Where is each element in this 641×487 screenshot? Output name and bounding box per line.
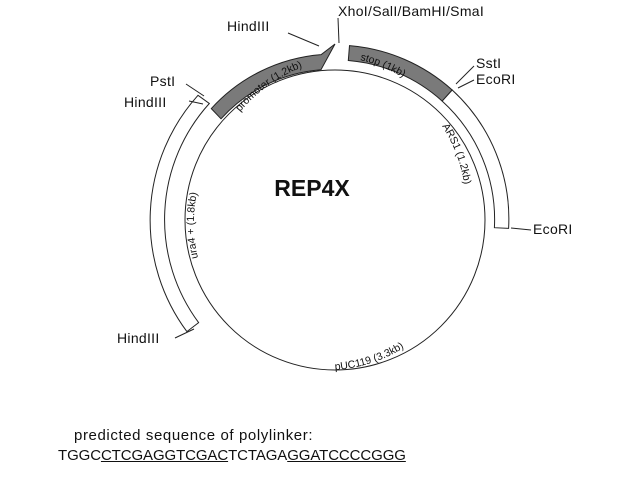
site-label-ecori-top: EcoRI (476, 71, 516, 87)
site-leader-lines (174, 17, 532, 339)
ura4-segment (149, 94, 211, 333)
site-label-hindiii-bottom: HindIII (117, 330, 160, 346)
segment-label-puc119-path: pUC119 (3.3kb) (334, 340, 406, 373)
polylinker-caption: predicted sequence of polylinker: (74, 427, 314, 444)
plasmid-title: REP4X (274, 175, 350, 201)
polylinker-sequence: TGGCCTCGAGGTCGACTCTAGAGGATCCCCGGG (58, 447, 406, 464)
leader-ecori-right (510, 227, 532, 231)
site-label-hindiii-left: HindIII (124, 94, 167, 110)
segment-label-puc119: pUC119 (3.3kb) (334, 340, 406, 373)
plasmid-backbone (184, 69, 486, 371)
sequence-part-4: GGATCCCCGGG (287, 447, 406, 464)
promoter-segment (210, 43, 336, 120)
sequence-part-2: CTCGAGGTCGAC (100, 447, 229, 464)
site-label-psti: PstI (150, 73, 175, 89)
leader-polylinker (337, 17, 340, 44)
ars1-segment (441, 89, 510, 229)
leader-ecori-top (457, 79, 475, 89)
site-label-ssti: SstI (476, 55, 501, 71)
leader-ssti (455, 65, 475, 85)
sequence-part-1: TGGC (58, 447, 101, 464)
leader-psti (185, 83, 205, 97)
leader-hindiii-top (287, 32, 320, 47)
segment-label-ura4-path: ura4 + (1.8kb) (185, 191, 201, 260)
site-label-hindiii-top: HindIII (227, 18, 270, 34)
leader-hindiii-bottom (174, 328, 195, 339)
site-label-polylinker: XhoI/SalI/BamHI/SmaI (338, 3, 484, 19)
sequence-part-3: TCTAGA (228, 447, 288, 464)
leader-hindiii-left (188, 100, 204, 105)
segment-label-ura4: ura4 + (1.8kb) (185, 191, 201, 260)
site-label-ecori-right: EcoRI (533, 221, 573, 237)
